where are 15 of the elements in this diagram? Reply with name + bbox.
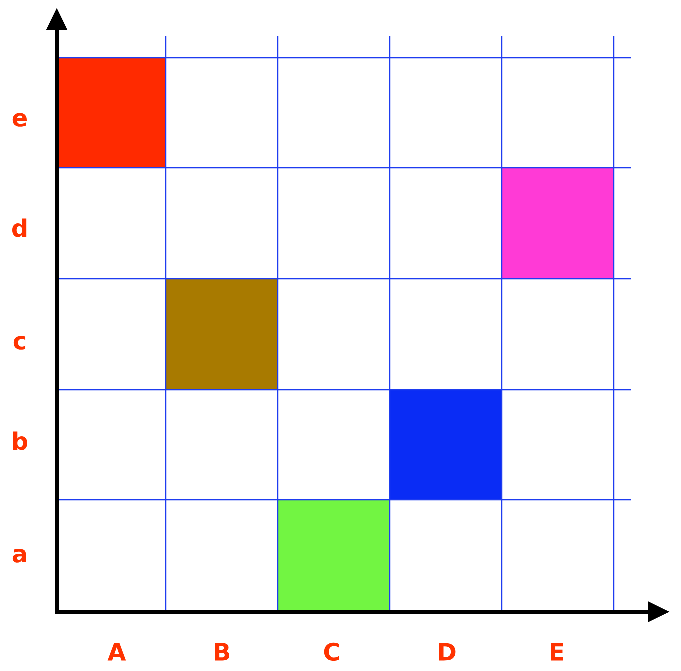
column-label: A (108, 643, 126, 661)
column-label: B (215, 643, 230, 661)
row-label: e (12, 113, 27, 127)
row-label: c (14, 336, 26, 350)
row-label: d (12, 218, 27, 238)
row-label: b (13, 432, 28, 450)
colored-square (390, 390, 502, 500)
colored-square (502, 168, 614, 279)
column-label: E (551, 643, 564, 661)
colored-square (57, 58, 166, 168)
colored-square (166, 279, 278, 390)
column-label: D (439, 643, 456, 661)
row-label: a (12, 549, 26, 563)
colored-square (278, 500, 390, 612)
column-label: C (324, 642, 340, 662)
